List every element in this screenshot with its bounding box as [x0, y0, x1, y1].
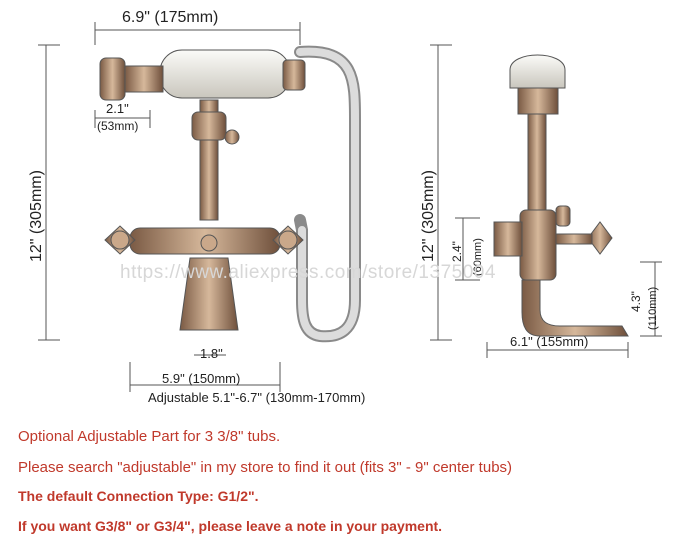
handset-spray-head	[99, 57, 126, 101]
dim-spout-height-in: 4.3"	[629, 291, 643, 312]
side-riser-pipe	[527, 113, 547, 215]
side-spout	[521, 279, 629, 337]
handset-ceramic-handle	[159, 49, 291, 99]
store-watermark: https://www.aliexpress.com/store/1375004	[120, 262, 496, 283]
cross-handle-left	[104, 225, 136, 255]
side-wall-mount	[493, 221, 523, 257]
front-view-faucet	[99, 45, 361, 343]
note-leave-note: If you want G3/8" or G3/4", please leave…	[18, 518, 443, 534]
note-optional-part: Optional Adjustable Part for 3 3/8" tubs…	[18, 428, 281, 445]
dim-handle-width-in: 2.1"	[106, 101, 129, 116]
dim-center-gap: 1.8"	[200, 346, 223, 361]
dim-spout-height-mm: (110mm)	[647, 287, 659, 330]
dim-adjustable: Adjustable 5.1"-6.7" (130mm-170mm)	[148, 390, 365, 405]
side-cross-handle	[587, 221, 613, 255]
side-handset-head	[509, 54, 566, 89]
dimension-lines	[38, 22, 662, 392]
dim-spout-length: 6.1" (155mm)	[510, 334, 588, 349]
cross-handle-right	[272, 225, 304, 255]
dim-handle-width-mm: (53mm)	[97, 119, 138, 133]
note-connection-type: The default Connection Type: G1/2".	[18, 488, 259, 504]
front-spout	[179, 257, 239, 331]
dim-side-height-mm: (60mm)	[472, 238, 484, 276]
dim-height-left: 12" (305mm)	[28, 170, 45, 262]
faucet-dimension-diagram: 6.9" (175mm) 2.1" (53mm) 12" (305mm) 1.8…	[28, 9, 662, 405]
dim-height-right: 12" (305mm)	[420, 170, 437, 262]
hose	[294, 45, 361, 343]
note-search-adjustable: Please search "adjustable" in my store t…	[18, 459, 513, 476]
side-view-faucet	[493, 54, 629, 337]
dim-width-top: 6.9" (175mm)	[122, 9, 218, 26]
dim-side-height-in: 2.4"	[450, 241, 464, 262]
dim-base-width: 5.9" (150mm)	[162, 371, 240, 386]
